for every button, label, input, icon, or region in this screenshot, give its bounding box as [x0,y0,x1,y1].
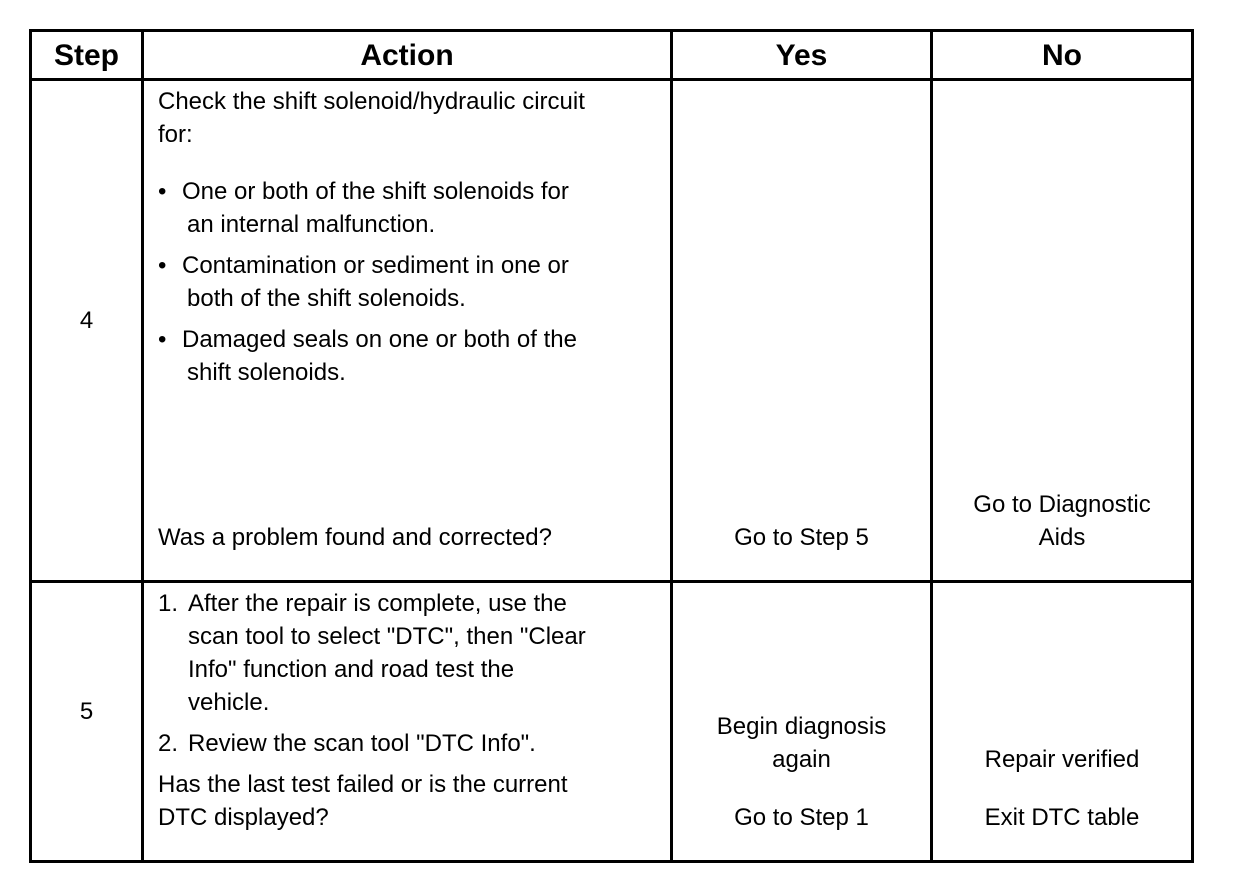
step-line: Info" function and road test the [188,656,515,683]
step-line: After the repair is complete, use the [188,590,567,617]
bullet-icon: • [158,326,167,353]
yes-result-5-line2: again [772,746,831,773]
bullet-line1: One or both of the shift solenoids for [182,178,569,205]
column-divider-action [670,32,673,860]
step-line: Review the scan tool "DTC Info". [188,730,536,757]
step-number-4: 4 [79,307,94,334]
action-intro-line2: for: [158,121,193,148]
question-line1: Has the last test failed or is the curre… [158,771,568,798]
action-intro-line1: Check the shift solenoid/hydraulic circu… [158,88,585,115]
header-no: No [1042,39,1082,72]
bullet-icon: • [158,252,167,279]
bullet-line2: an internal malfunction. [187,211,436,238]
header-yes: Yes [775,39,828,72]
column-divider-yes [930,32,933,860]
step-number-5: 5 [79,698,94,725]
yes-result-5-line1: Begin diagnosis [716,713,887,740]
bullet-icon: • [158,178,167,205]
header-divider [32,78,1191,81]
header-action: Action [360,39,454,72]
bullet-line2: shift solenoids. [187,359,346,386]
bullet-line1: Contamination or sediment in one or [182,252,569,279]
step-num: 2. [158,730,179,757]
step-line: vehicle. [188,689,270,716]
no-result-5-line2: Exit DTC table [984,804,1140,831]
step-num: 1. [158,590,179,617]
action-question: Was a problem found and corrected? [158,524,552,551]
no-result-4-line2: Aids [1038,524,1086,551]
bullet-line2: both of the shift solenoids. [187,285,466,312]
no-result-4-line1: Go to Diagnostic [973,491,1151,518]
diagnostic-table: Step Action Yes No 4 Check the shift sol… [29,29,1194,863]
no-result-5-line1: Repair verified [984,746,1140,773]
header-step: Step [53,39,119,72]
question-line2: DTC displayed? [158,804,329,831]
yes-result-4: Go to Step 5 [734,524,869,551]
bullet-line1: Damaged seals on one or both of the [182,326,577,353]
column-divider-step [141,32,144,860]
row-divider [32,580,1191,583]
step-line: scan tool to select "DTC", then "Clear [188,623,586,650]
yes-result-5-line3: Go to Step 1 [734,804,869,831]
